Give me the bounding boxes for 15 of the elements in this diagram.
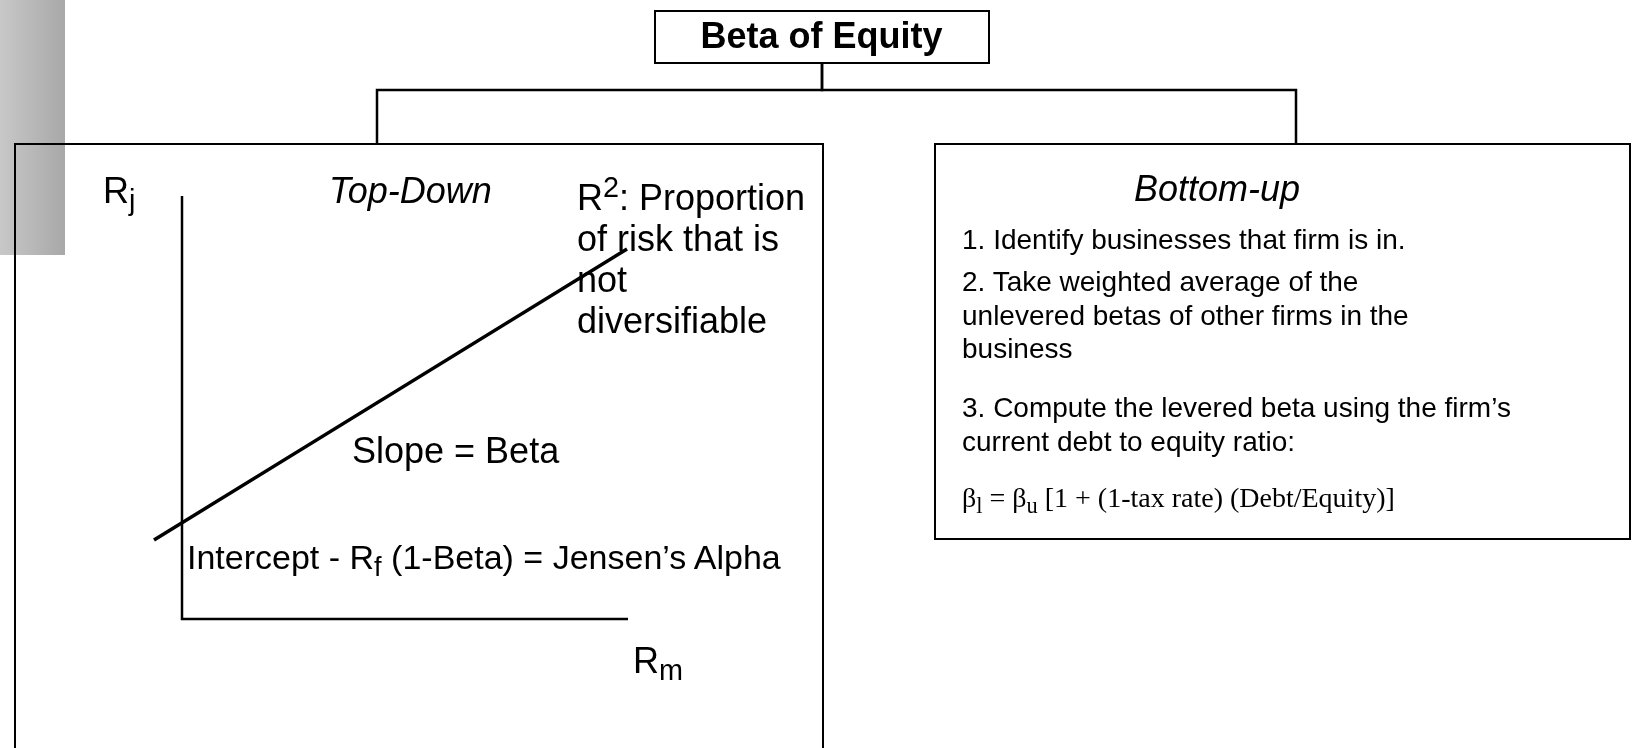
axis-label: R$_{m}$ [633, 639, 683, 688]
panel-heading: Bottom-up [1134, 167, 1301, 211]
list-item: 1. Identify businesses that firm is in. [962, 223, 1406, 257]
panel-heading: Top-Down [329, 169, 492, 213]
connector-line [820, 64, 1298, 143]
formula-text: β$_{l}$ = β$_{u}$ [1 + (1-tax rate) (Debt/Equity)] [962, 481, 1395, 520]
panel-box [14, 143, 824, 748]
list-item: 2. Take weighted average of the unlevered betas of other firms in the business [962, 265, 1410, 366]
annotation-text: Slope = Beta [352, 429, 560, 473]
panel-box [934, 143, 1631, 540]
title-box [654, 10, 990, 64]
annotation-text: Intercept - R$_{f}$ (1-Beta) = Jensen’s Alpha [187, 537, 781, 584]
list-item: 3. Compute the levered beta using the firm’s current debt to equity ratio: [962, 391, 1512, 459]
axis-label: R$_{j}$ [103, 169, 136, 218]
title-text: Beta of Equity [699, 14, 944, 58]
